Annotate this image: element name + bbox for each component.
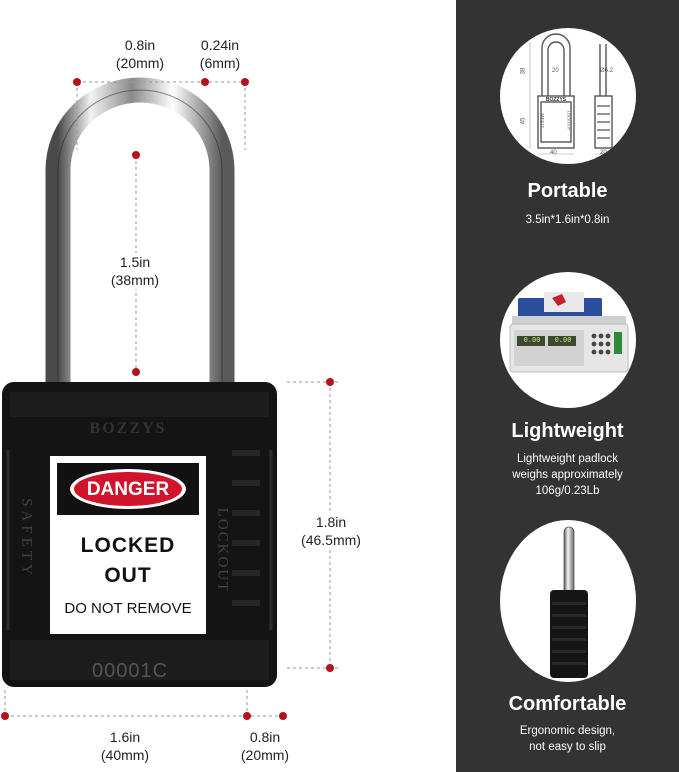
feature-desc-comfortable-2: not easy to slip <box>529 741 606 753</box>
drawing-label: 20 <box>552 68 559 74</box>
dimension-panel: BOZZYS SAFETY LOCKOUT DANGER LOCKED OUT … <box>1 37 376 763</box>
danger-label: DANGER <box>86 479 170 500</box>
serial-number: 00001C <box>91 660 169 682</box>
technical-drawing <box>529 33 613 155</box>
brand-label: BOZZYS <box>89 420 167 437</box>
tag-line-do-not-remove: DO NOT REMOVE <box>64 600 192 617</box>
lightweight-scale-circle: 0.00 0.00 <box>500 272 636 408</box>
dim-shackle-height: 1.5in (38mm) <box>90 253 180 289</box>
feature-title-lightweight: Lightweight <box>511 420 624 442</box>
feature-desc-lightweight-1: Lightweight padlock <box>516 453 618 465</box>
dim-dot <box>201 78 209 86</box>
drawing-side-left: SAFETY <box>540 112 546 129</box>
drawing-label: 38 <box>520 67 527 75</box>
feature-title-portable: Portable <box>527 180 608 202</box>
dim-dot <box>326 664 334 672</box>
dim-dot <box>279 712 287 720</box>
dim-dot <box>326 378 334 386</box>
dim-shackle-width: 0.8in (20mm) <box>115 37 165 71</box>
dim-body-width: 1.6in (40mm) <box>100 729 150 763</box>
tag-line-out: OUT <box>104 564 152 587</box>
feature-desc-lightweight-3: 106g/0.23Lb <box>535 485 600 497</box>
feature-desc-portable: 3.5in*1.6in*0.8in <box>525 214 610 226</box>
scale-illustration <box>509 292 629 373</box>
comfortable-padlock-circle <box>500 520 636 682</box>
feature-desc-lightweight-2: weighs approximately <box>512 469 623 481</box>
tag-line-locked: LOCKED <box>80 534 176 557</box>
dim-shackle-diameter: 0.24in (6mm) <box>199 37 241 71</box>
padlock-side-illustration <box>550 526 588 678</box>
dim-dot <box>1 712 9 720</box>
portable-drawing-circle: 38 45 20 Ø6.2 40 20 BOZZYS SAFETY LOCKOU… <box>500 28 636 164</box>
dim-body-height: 1.8in (46.5mm) <box>286 513 376 549</box>
drawing-label: 45 <box>520 117 527 125</box>
dim-dot <box>73 78 81 86</box>
scale-display-left: 0.00 <box>523 336 541 344</box>
dim-dot <box>243 712 251 720</box>
dim-body-depth: 0.8in (20mm) <box>240 729 290 763</box>
dimension-lines <box>1 78 340 720</box>
scale-display-right: 0.00 <box>554 336 572 344</box>
feature-desc-comfortable-1: Ergonomic design, <box>519 725 616 737</box>
drawing-brand: BOZZYS <box>545 97 567 103</box>
drawing-label: Ø6.2 <box>600 68 614 74</box>
feature-panel: 38 45 20 Ø6.2 40 20 BOZZYS SAFETY LOCKOU… <box>456 0 679 772</box>
drawing-side-right: LOCKOUT <box>566 110 572 131</box>
padlock-illustration <box>2 77 277 687</box>
dim-dot <box>132 368 140 376</box>
dim-dot <box>241 78 249 86</box>
drawing-label: 40 <box>550 150 557 156</box>
drawing-label: 20 <box>600 150 607 156</box>
dim-dot <box>132 151 140 159</box>
feature-title-comfortable: Comfortable <box>508 693 627 715</box>
